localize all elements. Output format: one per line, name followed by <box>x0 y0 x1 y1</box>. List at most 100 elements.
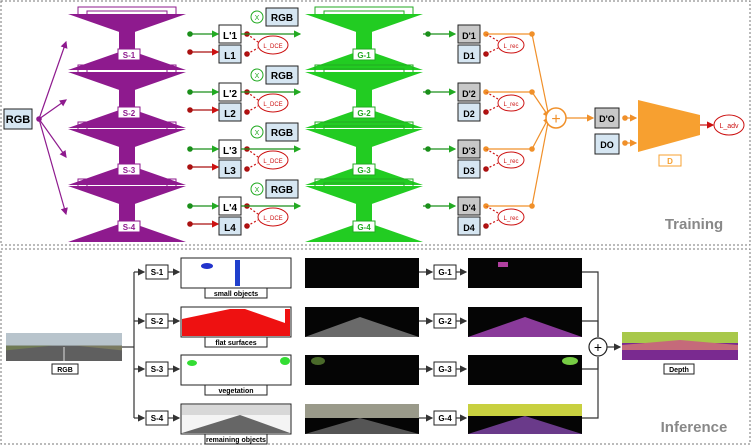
inf-output-depth-image <box>622 332 738 360</box>
fused-depth-label: D'O <box>599 114 615 124</box>
inf-mask-image-3 <box>181 355 291 385</box>
dce-edge-gt-1 <box>247 48 258 54</box>
inf-mask-caption-4: remaining objects <box>206 437 266 444</box>
rgb-cond-label-2: RGB <box>271 71 293 82</box>
dce-loss-label-2: L_DCE <box>263 102 282 108</box>
inf-generator-label-3: G-3 <box>438 365 452 374</box>
segmenter-label-2: S-2 <box>123 109 136 118</box>
inf-partial-depth-1 <box>468 258 582 288</box>
inf-masked-rgb-bg-1 <box>305 258 419 288</box>
rgb-cond-label-1: RGB <box>271 13 293 24</box>
discriminator-shape <box>638 100 700 152</box>
inf-mask-caption-3: vegetation <box>218 388 253 395</box>
dce-edge-gt-4 <box>247 220 258 226</box>
inf-mask-caption-2: flat surfaces <box>215 340 256 347</box>
inf-partial-depth-4 <box>468 404 582 434</box>
dce-edge-gt-3 <box>247 163 258 169</box>
dce-loss-label-4: L_DCE <box>263 216 282 222</box>
mask-pole <box>235 260 240 286</box>
gt-mask-label-3: L3 <box>224 166 236 177</box>
pred-mask-label-1: L'1 <box>223 31 237 42</box>
dce-loss-label-1: L_DCE <box>263 44 282 50</box>
inference-input-image <box>6 333 122 361</box>
inf-segmenter-label-3: S-3 <box>151 365 164 374</box>
gen-out-dot-1 <box>425 31 431 37</box>
adv-loss-label: L_adv <box>719 123 739 130</box>
gen-out-dot-4 <box>425 203 431 209</box>
fan-line-2 <box>39 100 66 119</box>
generator-2 <box>305 72 423 128</box>
generator-4 <box>305 186 423 242</box>
inf-partial-depth-2 <box>468 307 582 337</box>
inf-output-caption: Depth <box>669 367 689 374</box>
segmenter-label-4: S-4 <box>123 223 136 232</box>
mask-tree-right <box>280 357 290 365</box>
training-rgb-input-label: RGB <box>6 114 31 126</box>
gt-depth-label-4: D4 <box>463 223 475 233</box>
inf-generator-label-2: G-2 <box>438 317 452 326</box>
concat-op-label-2: X <box>255 73 260 80</box>
inf-mask-caption-1: small objects <box>214 291 258 298</box>
mask-car <box>201 263 213 269</box>
segmenter-1 <box>68 14 186 70</box>
fusion-input-dot-3 <box>529 146 535 152</box>
segmenter-4 <box>68 186 186 242</box>
masked-veg <box>311 357 325 365</box>
fusion-op-label: + <box>551 111 560 128</box>
gt-mask-label-1: L1 <box>224 51 236 62</box>
inf-masked-rgb-1 <box>305 258 419 288</box>
inf-generator-label-4: G-4 <box>438 414 452 423</box>
mask-tree-left <box>187 360 197 366</box>
pred-depth-label-2: D'2 <box>462 89 476 99</box>
depth-to-fusion-3 <box>486 117 549 149</box>
inf-partial-depth-3 <box>468 355 582 385</box>
segmenter-label-3: S-3 <box>123 166 136 175</box>
inf-segmenter-label-4: S-4 <box>151 414 164 423</box>
concat-op-label-3: X <box>255 130 260 137</box>
inf-segmenter-label-2: S-2 <box>151 317 164 326</box>
inf-masked-rgb-2 <box>305 307 419 337</box>
pred-depth-label-4: D'4 <box>462 203 476 213</box>
inf-masked-rgb-4 <box>305 404 419 434</box>
generator-3 <box>305 129 423 185</box>
concat-op-label-1: X <box>255 15 260 22</box>
fusion-input-dot-1 <box>529 31 535 37</box>
inf-partial-depth-bg-1 <box>468 258 582 288</box>
gt-depth-label-3: D3 <box>463 166 475 176</box>
generator-label-2: G-2 <box>357 109 371 118</box>
discriminator-label: D <box>667 157 673 166</box>
gen-out-dot-3 <box>425 146 431 152</box>
rgb-cond-label-3: RGB <box>271 128 293 139</box>
inf-fusion-label: + <box>594 339 602 355</box>
mask-sky <box>182 405 290 415</box>
inference-section: RGBS-1small objectsG-1S-2flat surfacesG-… <box>6 258 738 444</box>
gen-out-dot-2 <box>425 89 431 95</box>
concat-op-label-4: X <box>255 187 260 194</box>
rgb-cond-label-4: RGB <box>271 185 293 196</box>
inf-depth-to-fusion-1 <box>582 272 598 337</box>
inference-input-caption: RGB <box>57 367 73 374</box>
inference-label: Inference <box>661 419 728 436</box>
depth-top <box>468 404 582 416</box>
rec-loss-label-4: L_rec <box>503 216 518 222</box>
gt-depth-label-1: D1 <box>463 51 475 61</box>
rec-loss-label-1: L_rec <box>503 44 518 50</box>
inf-depth-to-fusion-4 <box>582 357 598 418</box>
generator-label-1: G-1 <box>357 51 371 60</box>
inf-mask-image-4 <box>181 404 291 434</box>
fan-line-1 <box>39 42 66 119</box>
rec-loss-label-2: L_rec <box>503 102 518 108</box>
segmenter-label-1: S-1 <box>123 51 136 60</box>
gt-depth-label-2: D2 <box>463 109 475 119</box>
training-section: RGBS-1L'1L1L_DCEXRGBG-1D'1D1L_recS-2L'2L… <box>4 7 744 242</box>
gt-mask-label-4: L4 <box>224 223 236 234</box>
pred-mask-label-3: L'3 <box>223 146 237 157</box>
depth-veg <box>562 357 578 365</box>
pred-depth-label-1: D'1 <box>462 31 476 41</box>
dce-loss-label-3: L_DCE <box>263 159 282 165</box>
gt-mask-label-2: L2 <box>224 109 236 120</box>
generator-1 <box>305 14 423 70</box>
inf-mask-image-2 <box>181 307 291 337</box>
